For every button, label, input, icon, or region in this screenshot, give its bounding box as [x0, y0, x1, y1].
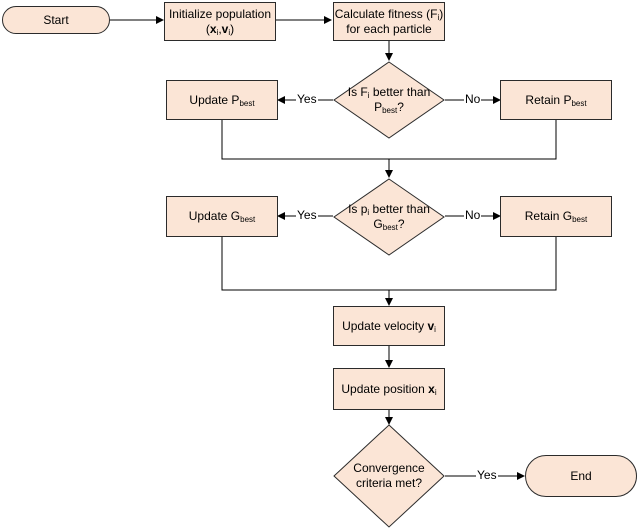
- decision3-line-1: Convergence: [353, 461, 425, 475]
- decision-fi-better-than-pbest: Is Fi better than Pbest?: [333, 61, 445, 139]
- edge-label-yes-3: Yes: [476, 468, 498, 482]
- edge-label-no-1: No: [464, 92, 482, 106]
- decision-shape: [333, 424, 445, 528]
- retain-gbest-label: Retain Gbest: [524, 209, 588, 224]
- fitness-line-2: for each particle: [346, 21, 432, 36]
- fitness-line-1: Calculate fitness (Fi): [334, 6, 444, 22]
- calculate-fitness-box: Calculate fitness (Fi) for each particle: [333, 2, 445, 41]
- update-pbest-box: Update Pbest: [166, 80, 278, 120]
- update-position-label: Update position xi: [341, 381, 437, 397]
- retain-pbest-box: Retain Pbest: [500, 80, 612, 120]
- decision1-line-2: Pbest?: [374, 100, 404, 115]
- start-label: Start: [43, 12, 69, 27]
- start-terminal: Start: [2, 6, 110, 34]
- edge-label-no-2: No: [464, 208, 482, 222]
- retain-pbest-label: Retain Pbest: [525, 92, 587, 108]
- initialize-label: Initialize population: [168, 6, 272, 21]
- decision-pi-better-than-gbest: Is pi better than Gbest?: [333, 178, 445, 256]
- initialize-population-box: Initialize population (xi,vi): [164, 2, 276, 41]
- update-position-box: Update position xi: [333, 368, 445, 410]
- edge-label-yes-2: Yes: [296, 208, 318, 222]
- decision3-line-2: criteria met?: [355, 476, 422, 490]
- decision-convergence: Convergence criteria met?: [333, 424, 445, 528]
- decision-shape: [333, 178, 445, 256]
- initialize-vars: (xi,vi): [205, 21, 235, 37]
- end-terminal: End: [525, 455, 637, 497]
- update-gbest-label: Update Gbest: [188, 209, 256, 224]
- update-velocity-box: Update velocity vi: [333, 306, 445, 346]
- decision1-line-1: Is Fi better than: [347, 85, 431, 100]
- decision2-line-1: Is pi better than: [348, 202, 430, 217]
- edge-label-yes-1: Yes: [296, 92, 318, 106]
- update-gbest-box: Update Gbest: [166, 196, 278, 237]
- update-velocity-label: Update velocity vi: [342, 318, 436, 334]
- end-label: End: [570, 468, 592, 483]
- decision2-line-2: Gbest?: [373, 217, 405, 232]
- decision-shape: [333, 61, 445, 139]
- retain-gbest-box: Retain Gbest: [500, 196, 612, 237]
- update-pbest-label: Update Pbest: [189, 92, 255, 108]
